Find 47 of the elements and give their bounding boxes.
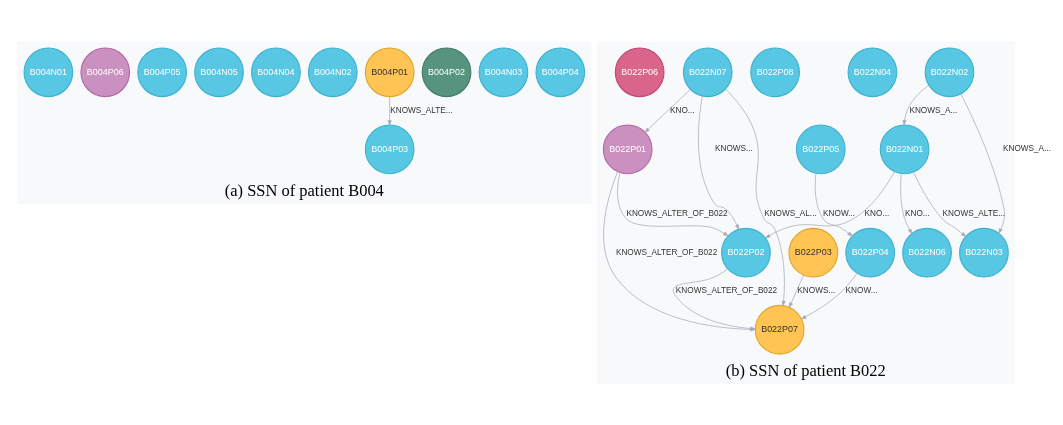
edge-label: KNOWS_A... <box>909 105 958 115</box>
edge-label: KNOWS_ALTER_OF_B022 <box>615 247 718 257</box>
edge-label: KNOWS_ALTE... <box>390 105 453 115</box>
node-circle: B004P03 <box>364 124 415 174</box>
arrow <box>725 88 786 306</box>
edge-label: KNOWS... <box>797 285 836 295</box>
arrow <box>814 172 853 236</box>
edge-label: KNOWS_ALTE... <box>942 208 1006 218</box>
node-circle: B004N01 <box>23 46 74 97</box>
node-circle: B004P05 <box>137 46 188 97</box>
arrow <box>801 272 858 319</box>
edge-label: KNO... <box>864 208 890 218</box>
node-circle: B022N02 <box>924 46 975 97</box>
edge-label: KNOWS_ALTER_OF_B022 <box>626 208 728 218</box>
arrow <box>765 170 895 238</box>
node-circle: B022N01 <box>879 124 930 174</box>
arrow <box>960 93 1005 234</box>
node-circle: B004P06 <box>80 46 131 97</box>
node-circle: B022P06 <box>614 46 665 97</box>
node-circle: B004P02 <box>421 46 472 97</box>
node-circle: B004N02 <box>307 46 358 97</box>
arrow <box>913 171 967 237</box>
edge-label: KNO... <box>669 105 695 115</box>
edge-label: KNOW... <box>823 208 856 218</box>
arrow <box>902 84 930 125</box>
arrow <box>788 274 804 308</box>
edge-label: KNOWS_AL... <box>764 208 817 218</box>
edge-label: KNOWS... <box>715 143 753 153</box>
arrow <box>387 95 392 125</box>
node-circle: B004N04 <box>251 46 301 97</box>
node-circle: B022N04 <box>847 46 898 97</box>
edge-label: KNOW... <box>845 285 878 295</box>
node-circle: B022P08 <box>750 46 800 97</box>
edge-label: KNO... <box>904 208 930 218</box>
arrow <box>617 171 729 236</box>
arrow <box>698 95 740 230</box>
node-circle: B004N03 <box>478 46 529 97</box>
edge-label: KNOWS_ALTER_OF_B022 <box>675 285 778 295</box>
edge-label: KNOWS_A... <box>1002 143 1051 153</box>
node-circle: B022P05 <box>795 124 846 174</box>
arrow <box>644 88 691 133</box>
node-circle: B004P01 <box>364 46 415 97</box>
node-circle: B004N05 <box>194 46 244 97</box>
node-circle: B004P04 <box>535 46 586 97</box>
arrow <box>900 172 913 234</box>
node-circle: B022N07 <box>682 46 733 97</box>
node-circle: B022P03 <box>788 227 839 278</box>
